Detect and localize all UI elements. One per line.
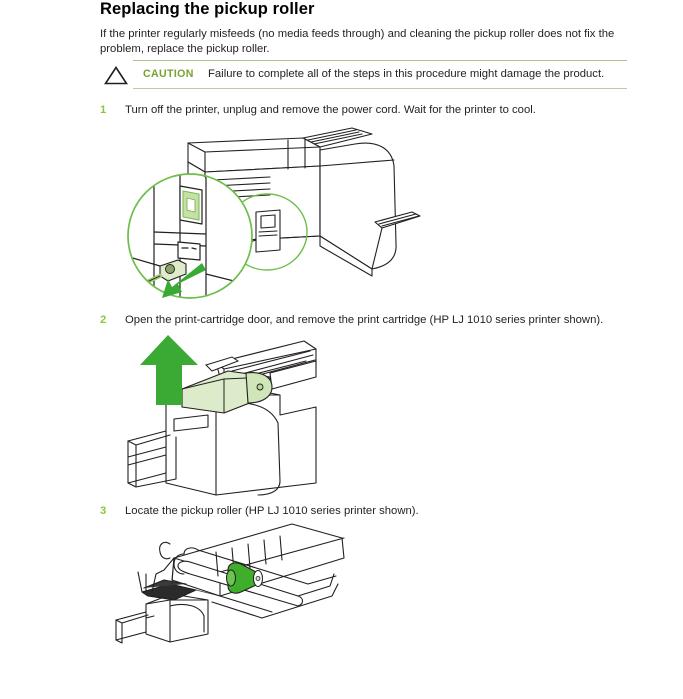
step-item-2: 2 Open the print-cartridge door, and rem… <box>100 313 640 328</box>
warning-triangle-icon <box>104 66 128 85</box>
caution-text: Failure to complete all of the steps in … <box>208 68 605 80</box>
step-text: Turn off the printer, unplug and remove … <box>125 104 536 116</box>
caution-body: CAUTION Failure to complete all of the s… <box>100 61 627 88</box>
step-item-3: 3 Locate the pickup roller (HP LJ 1010 s… <box>100 504 640 519</box>
figure-print-cartridge-removal <box>120 333 350 497</box>
caution-bottom-rule <box>133 88 627 89</box>
caution-label: CAUTION <box>143 68 194 80</box>
page-title: Replacing the pickup roller <box>100 0 315 18</box>
intro-paragraph: If the printer regularly misfeeds (no me… <box>100 28 615 56</box>
step-text: Locate the pickup roller (HP LJ 1010 ser… <box>125 505 419 517</box>
step-item-1: 1 Turn off the printer, unplug and remov… <box>100 103 640 118</box>
pickup-roller-highlight <box>226 562 263 594</box>
step-number: 2 <box>100 314 107 326</box>
figure-printer-power-cord <box>120 124 610 302</box>
step-number: 1 <box>100 104 107 116</box>
direction-arrow <box>140 335 198 405</box>
step-text: Open the print-cartridge door, and remov… <box>125 314 604 326</box>
direction-arrow <box>162 263 206 298</box>
figure-pickup-roller <box>112 522 357 644</box>
caution-admonition: CAUTION Failure to complete all of the s… <box>100 60 627 89</box>
step-number: 3 <box>100 505 107 517</box>
caution-top-rule <box>133 60 627 61</box>
